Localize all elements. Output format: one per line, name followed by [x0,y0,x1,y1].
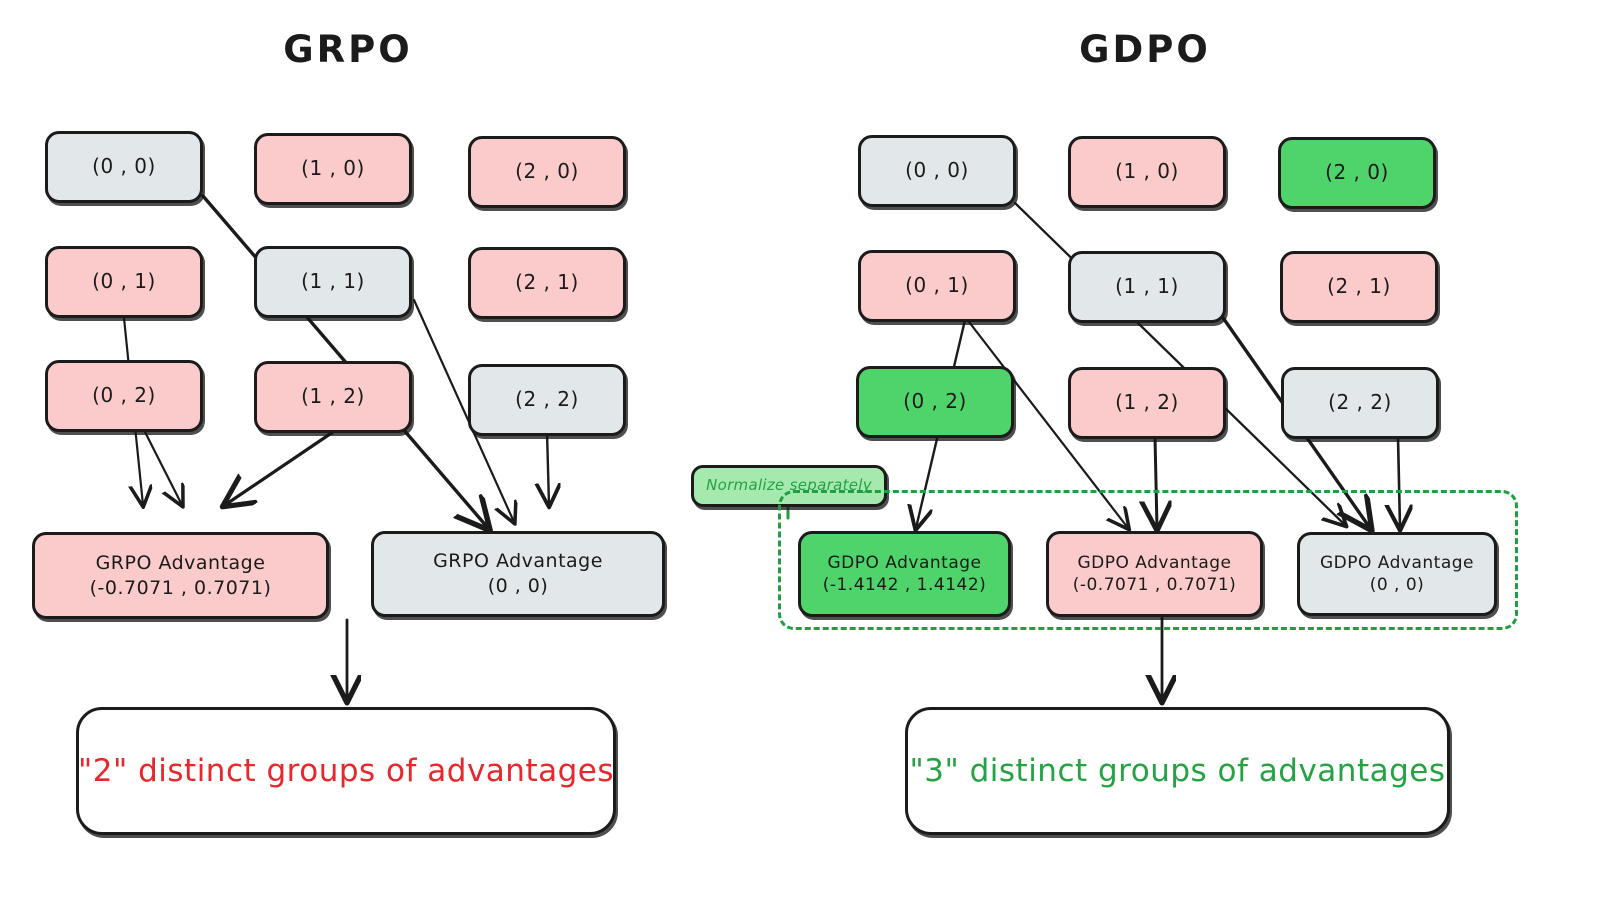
cell-label: (1 , 0) [1115,159,1179,184]
gdpo-cell-0-1[interactable]: (0 , 1) [858,250,1016,322]
cell-label: (1 , 1) [301,269,365,294]
grpo-cell-1-2[interactable]: (1 , 2) [254,361,412,433]
grpo-advantage-1[interactable]: GRPO Advantage (0 , 0) [371,531,665,617]
grpo-cell-0-0[interactable]: (0 , 0) [45,131,203,203]
gdpo-advantage-0[interactable]: GDPO Advantage (-1.4142 , 1.4142) [798,531,1011,617]
gdpo-advantage-1[interactable]: GDPO Advantage (-0.7071 , 0.7071) [1046,531,1263,617]
cell-label: (1 , 2) [301,384,365,409]
gdpo-cell-2-2[interactable]: (2 , 2) [1281,367,1439,439]
gdpo-advantage-2[interactable]: GDPO Advantage (0 , 0) [1297,532,1497,616]
cell-label: (2 , 1) [515,270,579,295]
grpo-summary-box[interactable]: "2" distinct groups of advantages [76,707,616,835]
cell-label: (0 , 0) [92,154,156,179]
panel-title-grpo: GRPO [283,28,413,71]
grpo-cell-1-0[interactable]: (1 , 0) [254,133,412,205]
grpo-cell-2-1[interactable]: (2 , 1) [468,247,626,319]
advantage-title: GDPO Advantage [827,552,982,573]
annotation-text: Normalize separately [706,476,872,495]
advantage-title: GDPO Advantage [1077,552,1232,573]
summary-text: "2" distinct groups of advantages [78,752,614,789]
advantage-value: (-0.7071 , 0.7071) [1072,575,1237,595]
advantage-title: GRPO Advantage [95,551,266,574]
grpo-cell-0-2[interactable]: (0 , 2) [45,360,203,432]
cell-label: (0 , 2) [903,389,967,414]
gdpo-cell-2-1[interactable]: (2 , 1) [1280,251,1438,323]
advantage-value: (-1.4142 , 1.4142) [822,575,987,595]
cell-label: (2 , 0) [515,159,579,184]
grpo-cell-2-2[interactable]: (2 , 2) [468,364,626,436]
grpo-cell-0-1[interactable]: (0 , 1) [45,246,203,318]
normalize-group-region [778,490,1518,630]
cell-label: (0 , 1) [905,273,969,298]
grpo-cell-1-1[interactable]: (1 , 1) [254,246,412,318]
cell-label: (2 , 0) [1325,160,1389,185]
gdpo-cell-1-1[interactable]: (1 , 1) [1068,251,1226,323]
cell-label: (0 , 2) [92,383,156,408]
advantage-title: GDPO Advantage [1319,552,1474,573]
grpo-advantage-0[interactable]: GRPO Advantage (-0.7071 , 0.7071) [32,532,329,619]
cell-label: (1 , 2) [1115,390,1179,415]
cell-label: (2 , 1) [1327,274,1391,299]
gdpo-cell-2-0[interactable]: (2 , 0) [1278,137,1436,209]
gdpo-cell-0-2[interactable]: (0 , 2) [856,366,1014,438]
cell-label: (0 , 1) [92,269,156,294]
advantage-value: (0 , 0) [487,575,549,597]
gdpo-cell-1-2[interactable]: (1 , 2) [1068,367,1226,439]
cell-label: (2 , 2) [1328,390,1392,415]
summary-text: "3" distinct groups of advantages [909,752,1446,789]
cell-label: (1 , 1) [1115,274,1179,299]
cell-label: (2 , 2) [515,387,579,412]
panel-title-gdpo: GDPO [1079,28,1211,71]
gdpo-cell-0-0[interactable]: (0 , 0) [858,135,1016,207]
gdpo-summary-box[interactable]: "3" distinct groups of advantages [905,707,1450,835]
gdpo-cell-1-0[interactable]: (1 , 0) [1068,136,1226,208]
cell-label: (1 , 0) [301,156,365,181]
advantage-value: (-0.7071 , 0.7071) [89,576,272,599]
advantage-title: GRPO Advantage [433,550,603,573]
advantage-value: (0 , 0) [1369,575,1425,595]
grpo-cell-2-0[interactable]: (2 , 0) [468,136,626,208]
cell-label: (0 , 0) [905,158,969,183]
